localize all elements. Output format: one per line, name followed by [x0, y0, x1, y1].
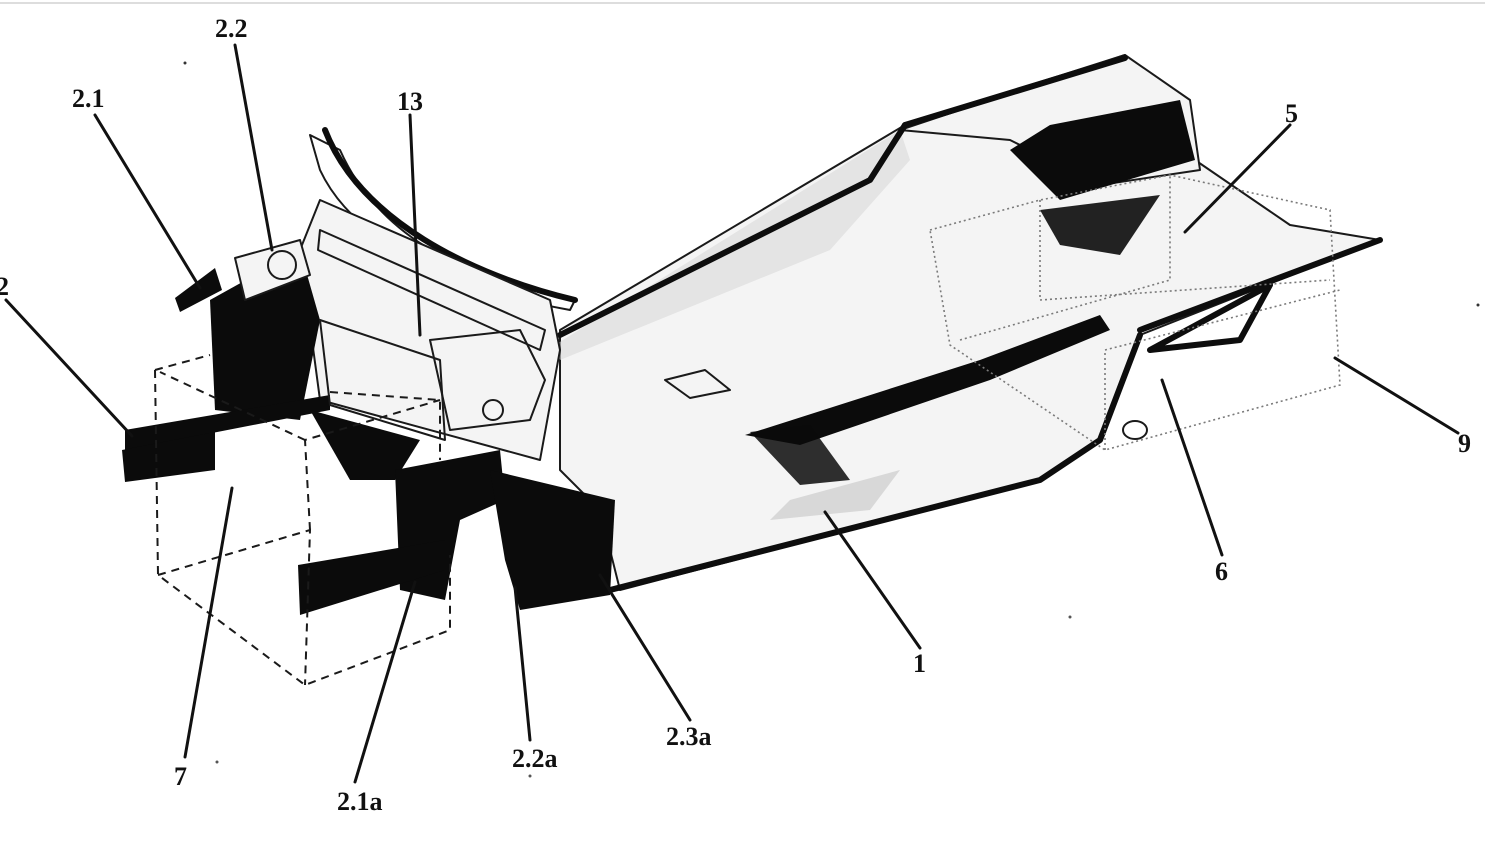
label-9: 9 [1458, 429, 1471, 458]
speck [1068, 615, 1072, 619]
label-2.3a: 2.3a [666, 722, 712, 751]
label-2.2: 2.2 [215, 14, 248, 43]
leader-2.2a [513, 585, 532, 742]
label-6: 6 [1215, 557, 1228, 586]
label-7: 7 [174, 762, 187, 791]
label-2.1: 2.1 [72, 84, 105, 113]
label-2.2a: 2.2a [512, 744, 558, 773]
dashed-module-box [154, 354, 451, 687]
speck [528, 774, 532, 778]
leader-1 [823, 510, 922, 650]
speck [1476, 303, 1480, 307]
leader-9 [1333, 356, 1460, 435]
leader-6 [1160, 378, 1224, 557]
leader-2.1a [353, 580, 417, 784]
leader-2.2 [233, 43, 274, 252]
leader-7 [183, 486, 234, 759]
speck [215, 760, 219, 764]
floor-panel [555, 54, 1383, 593]
mounting-pin [1122, 420, 1148, 440]
battery-module-boxes [929, 174, 1341, 451]
leader-lines [4, 43, 1460, 784]
strut-mount-bolt [267, 250, 297, 280]
reference-numerals: 2.2 2.1 13 5 2 9 6 1 2.3a 2.2a 7 2.1a [0, 14, 1471, 816]
front-structure [122, 127, 615, 615]
leader-2.3a [598, 573, 692, 722]
leader-2.1 [93, 113, 202, 290]
leader-2 [4, 298, 134, 438]
label-2: 2 [0, 272, 9, 301]
label-2.1a: 2.1a [337, 787, 383, 816]
label-13: 13 [397, 87, 423, 116]
leader-5 [1183, 123, 1292, 234]
rear-mount-bolt [482, 399, 504, 421]
leader-13 [408, 113, 422, 337]
label-1: 1 [913, 649, 926, 678]
label-5: 5 [1285, 99, 1298, 128]
speck [183, 61, 187, 65]
